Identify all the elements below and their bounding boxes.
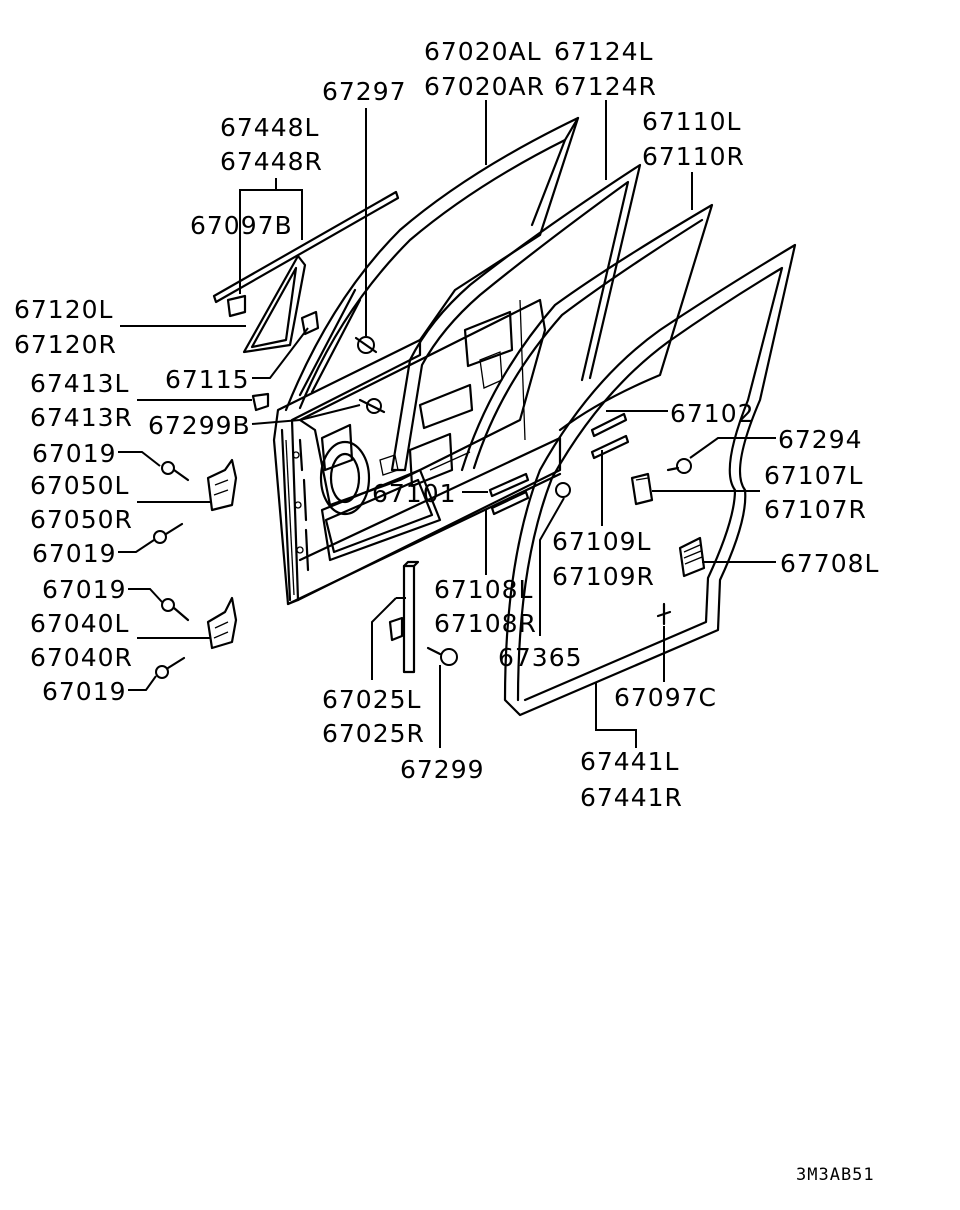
label-67115: 67115 (165, 365, 250, 394)
label-67299b: 67299B (148, 411, 251, 440)
stopper-67107-drawing (630, 472, 654, 506)
label-67101: 67101 (372, 479, 457, 508)
label-67365: 67365 (498, 643, 583, 672)
label-67110l: 67110L (642, 107, 741, 136)
label-67102: 67102 (670, 399, 755, 428)
vent-67708l-drawing (678, 536, 706, 578)
bolt-67299b-drawing (358, 398, 386, 414)
regulator-channel-drawing (388, 560, 420, 674)
label-67050r: 67050R (30, 505, 133, 534)
label-67299: 67299 (400, 755, 485, 784)
label-67025r: 67025R (322, 719, 425, 748)
bolt-67299-drawing (426, 646, 458, 666)
label-67020al: 67020AL (424, 37, 542, 66)
label-67124r: 67124R (554, 72, 657, 101)
label-67124l: 67124L (554, 37, 653, 66)
upper-hinge-drawing (153, 458, 238, 544)
label-67441r: 67441R (580, 783, 683, 812)
diagram-code: 3M3AB51 (796, 1165, 875, 1185)
belt-molding-drawing (212, 190, 400, 304)
label-67025l: 67025L (322, 685, 421, 714)
label-67020ar: 67020AR (424, 72, 545, 101)
label-67019-d: 67019 (42, 677, 127, 706)
quarter-glass-drawing (242, 254, 307, 354)
label-67097b: 67097B (190, 211, 293, 240)
label-67109l: 67109L (552, 527, 651, 556)
label-67109r: 67109R (552, 562, 655, 591)
trim-strips-drawing (488, 412, 630, 516)
window-frame-drawing (284, 116, 580, 412)
label-67097c: 67097C (614, 683, 717, 712)
weatherstrip-drawing (503, 243, 797, 717)
door-panel-drawing (272, 298, 562, 606)
label-67019-b: 67019 (32, 539, 117, 568)
label-67448l: 67448L (220, 113, 319, 142)
label-67120l: 67120L (14, 295, 113, 324)
label-67413l: 67413L (30, 369, 129, 398)
label-67441l: 67441L (580, 747, 679, 776)
clip-67097c-drawing (656, 602, 672, 626)
label-67120r: 67120R (14, 330, 117, 359)
label-67107r: 67107R (764, 495, 867, 524)
door-glass-drawing (460, 203, 714, 472)
glass-run-drawing (390, 163, 642, 472)
label-67107l: 67107L (764, 461, 863, 490)
clip-67097b-drawing (226, 294, 247, 318)
pad-67413-drawing (251, 392, 270, 412)
part-labels: 67020AL 67020AR 67124L 67124R 67297 6711… (14, 37, 879, 812)
label-67108l: 67108L (434, 575, 533, 604)
label-67050l: 67050L (30, 471, 129, 500)
bracket-67115-drawing (300, 310, 320, 336)
label-67110r: 67110R (642, 142, 745, 171)
leader-lines (118, 100, 776, 748)
bolt-67294-drawing (666, 458, 692, 474)
label-67019-c: 67019 (42, 575, 127, 604)
label-67040r: 67040R (30, 643, 133, 672)
label-67019-a: 67019 (32, 439, 117, 468)
label-67413r: 67413R (30, 403, 133, 432)
label-67108r: 67108R (434, 609, 537, 638)
label-67708l: 67708L (780, 549, 879, 578)
label-67297: 67297 (322, 77, 407, 106)
lower-hinge-drawing (155, 596, 238, 679)
label-67448r: 67448R (220, 147, 323, 176)
bolt-67297-drawing (298, 288, 378, 397)
label-67040l: 67040L (30, 609, 129, 638)
label-67294: 67294 (778, 425, 863, 454)
